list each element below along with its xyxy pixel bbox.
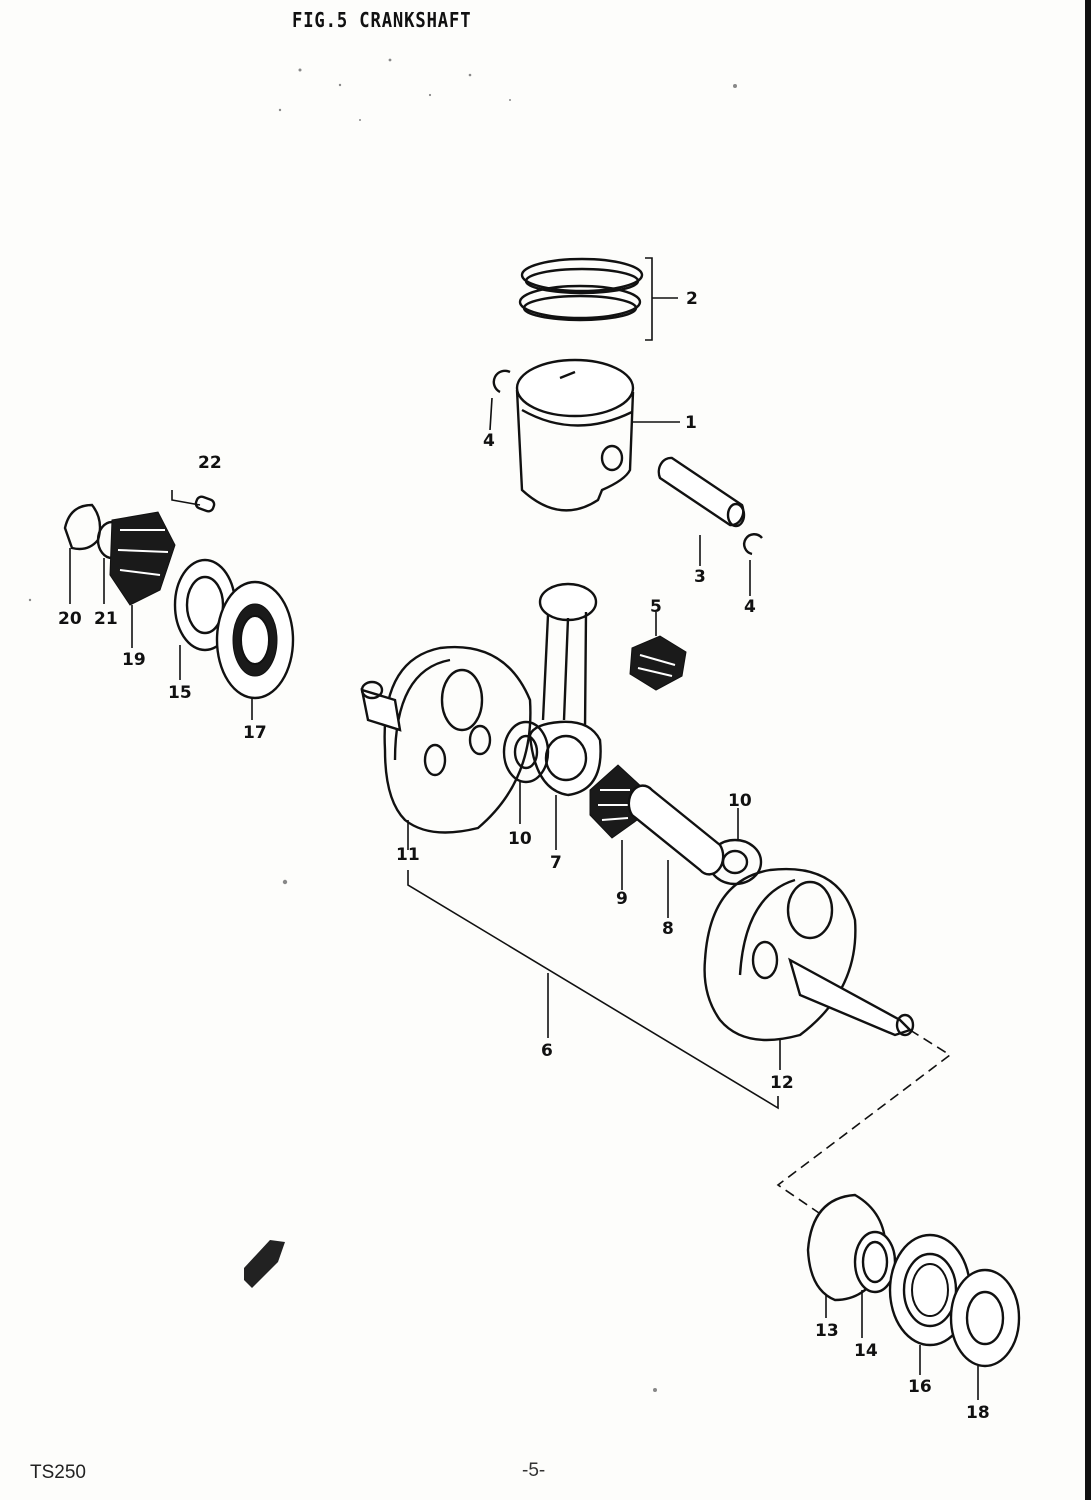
piston-rings — [518, 257, 678, 341]
callout-9: 9 — [616, 889, 628, 909]
callout-14: 14 — [854, 1341, 878, 1361]
crank-pin — [627, 784, 725, 918]
callout-18: 18 — [966, 1403, 990, 1423]
callout-17: 17 — [243, 723, 267, 743]
small-end-bearing — [629, 612, 687, 691]
callout-3: 3 — [694, 567, 706, 587]
scan-noise — [28, 58, 737, 1392]
callout-16: 16 — [908, 1377, 932, 1397]
callout-2: 2 — [686, 289, 698, 309]
callout-4-left: 4 — [483, 431, 495, 451]
callout-10-right: 10 — [728, 791, 752, 811]
callout-6: 6 — [541, 1041, 553, 1061]
piston — [515, 358, 680, 512]
connecting-rod — [528, 582, 602, 850]
alignment-dash-right — [776, 1029, 952, 1216]
callout-20: 20 — [58, 609, 82, 629]
piston-pin-clips — [489, 369, 763, 596]
callout-4-right: 4 — [744, 597, 756, 617]
right-side-parts — [806, 1193, 1021, 1400]
crankshaft-assembly-bracket — [407, 870, 779, 1110]
crank-pin-bearing — [589, 764, 646, 890]
callout-21: 21 — [94, 609, 118, 629]
callout-7: 7 — [550, 853, 562, 873]
callout-12: 12 — [770, 1073, 794, 1093]
left-side-parts — [63, 490, 295, 720]
callout-labels: 2 1 4 3 4 5 22 20 21 19 15 17 10 10 7 11… — [58, 289, 990, 1423]
callout-5: 5 — [650, 597, 662, 617]
left-crank-half — [360, 645, 532, 850]
manufacturer-mark-icon — [244, 1240, 285, 1288]
callout-1: 1 — [685, 413, 697, 433]
page-number: -5- — [522, 1460, 546, 1481]
right-crank-half — [703, 867, 915, 1070]
callout-8: 8 — [662, 919, 674, 939]
callout-22: 22 — [198, 453, 222, 473]
callout-13: 13 — [815, 1321, 839, 1341]
callout-11: 11 — [396, 845, 420, 865]
piston-pin — [657, 456, 746, 566]
callout-19: 19 — [122, 650, 146, 670]
figure-title: FIG.5 CRANKSHAFT — [292, 8, 472, 32]
model-label: TS250 — [30, 1462, 86, 1483]
callout-15: 15 — [168, 683, 192, 703]
callout-10-left: 10 — [508, 829, 532, 849]
